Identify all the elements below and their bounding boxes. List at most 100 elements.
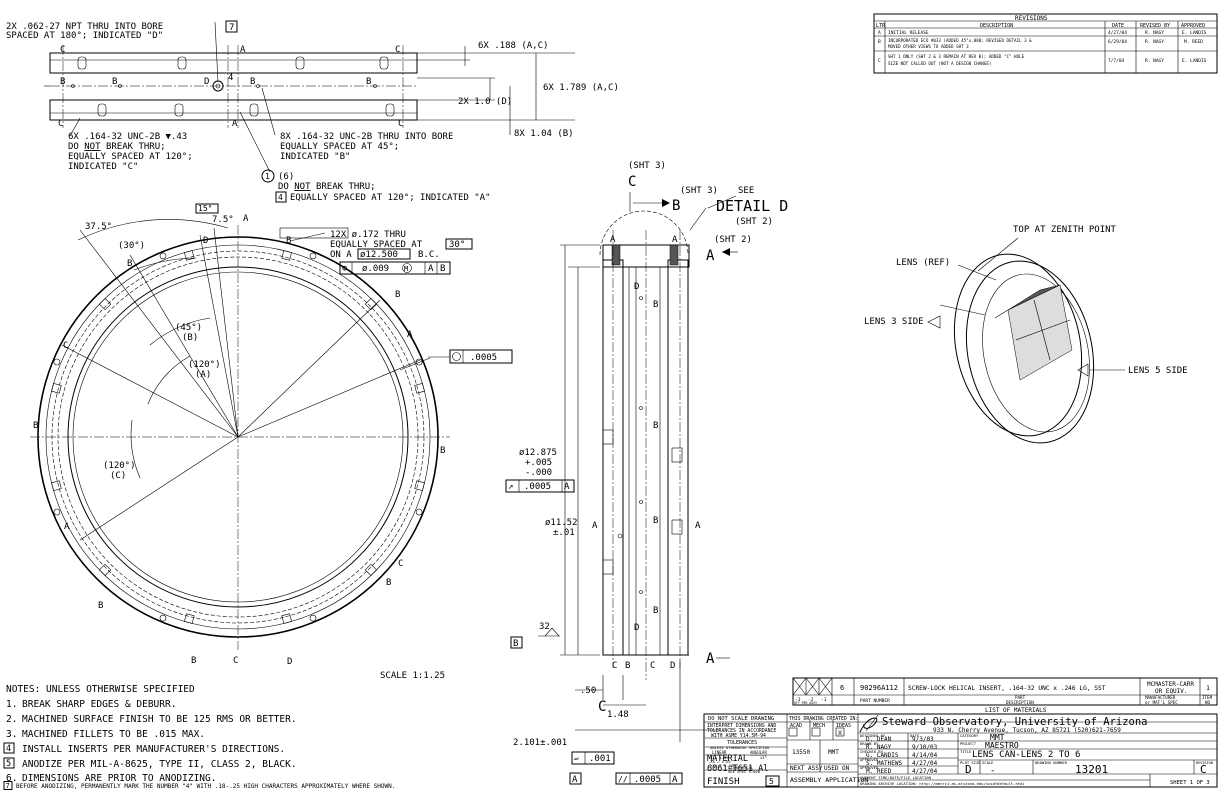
ring-hole: [51, 383, 62, 394]
svg-text:A: A: [695, 521, 701, 531]
surface-finish-32: 32: [539, 622, 550, 632]
section-a-bottom: A: [706, 651, 715, 667]
tb-scale-label: SCALE: [982, 760, 994, 765]
npt-callout-line1: 2X .062-27 NPT THRU INTO BORE: [6, 22, 163, 32]
svg-text:C: C: [233, 656, 238, 666]
svg-text:C: C: [58, 119, 63, 129]
rev-b-desc2: MOVED OTHER VIEWS TO ADDED SHT 3: [888, 44, 969, 49]
note-1-text: BREAK SHARP EDGES & DEBURR.: [22, 699, 176, 710]
bom-mfr2: OR EQUIV.: [1155, 688, 1188, 695]
tb-title-label: TITLE: [960, 749, 972, 754]
dim-050: .50: [580, 686, 596, 696]
rev-b-app: M. REED: [1184, 39, 1203, 45]
front-view-holes: [51, 250, 425, 624]
bom-head-mfr2: or MAT'L SPEC: [1145, 700, 1178, 705]
ring-insert: [309, 614, 317, 622]
svg-text:B: B: [191, 656, 196, 666]
iso-lens5: LENS 5 SIDE: [1128, 366, 1188, 376]
note-3-text: MACHINED FILLETS TO BE .015 MAX.: [22, 729, 205, 740]
top-view: C A C C A C B B B B D 4: [44, 21, 575, 173]
rev-head-app: APPROVED: [1181, 23, 1205, 29]
tb-interp2: TOLERANCES IN ACCORDANCE: [707, 728, 776, 734]
tb-current-label: CURRENT TIME/DATE/FILE LOCATION: [860, 775, 932, 780]
bom-mfr: MCMASTER-CARR: [1147, 681, 1194, 688]
bom-head-qty: QTY PER ASSY: [794, 701, 817, 705]
svg-text:A: A: [243, 214, 249, 224]
ring-hole: [281, 250, 292, 261]
angle-120-c-label: (C): [110, 471, 126, 481]
ring-hole: [99, 563, 112, 576]
svg-text:B: B: [60, 77, 65, 87]
svg-text:G. LANDIS: G. LANDIS: [866, 752, 899, 759]
bom-head-mfr1: MANUFACTURER: [1145, 695, 1176, 700]
angle-15: 15°: [198, 204, 212, 213]
tb-title-1: LENS CAN-LENS 2 TO 6: [972, 750, 1080, 760]
svg-text:B: B: [250, 77, 255, 87]
svg-text:9/10/03: 9/10/03: [912, 744, 938, 751]
holes-bc-label: B.C.: [418, 250, 440, 260]
section-c-bottom: C: [598, 699, 606, 715]
rev-b-by: R. NAGY: [1145, 39, 1164, 45]
unc-thru-line2: EQUALLY SPACED AT 45°;: [280, 142, 399, 152]
notes-header: NOTES: UNLESS OTHERWISE SPECIFIED: [6, 684, 195, 695]
tb-archive: DRAWING ARCHIVE LOCATION: http://mmtrc1.…: [860, 781, 1025, 786]
note1-bubble: 1: [265, 172, 270, 181]
ring-insert: [415, 508, 423, 516]
tb-dwg-number: 13201: [1075, 763, 1108, 776]
svg-text:B: B: [653, 421, 658, 431]
bom-dash-3: -3: [795, 697, 801, 703]
unc-thru-line1: 8X .164-32 UNC-2B THRU INTO BORE: [280, 132, 453, 142]
rev-c-desc2: SIZE NOT CALLED OUT (NOT A DESIGN CHANGE…: [888, 61, 991, 66]
tb-ideas: IDEAS: [836, 723, 851, 729]
tb-category-label: CATEGORY: [960, 733, 979, 738]
svg-text:CHECKED BY: CHECKED BY: [860, 749, 884, 754]
tb-tol-linear: LINEAR: [712, 750, 727, 755]
dim-1152-tol: ±.01: [553, 528, 575, 538]
tb-tol-xx: .XX = ±.01: [708, 759, 732, 764]
svg-text:4/14/04: 4/14/04: [912, 752, 938, 759]
tb-material-label-visible: MATERIAL: [707, 754, 748, 764]
tb-scale: -: [990, 766, 995, 776]
svg-text:R. NAGY: R. NAGY: [866, 744, 892, 751]
rev-b-desc1: INCORPORATED ECO #033 (ADDED 45°x.080; R…: [888, 38, 1032, 43]
rev-head-desc: DESCRIPTION: [980, 23, 1013, 29]
rev-b-date: 6/29/04: [1108, 39, 1127, 45]
rev-head-date: DATE: [1112, 23, 1124, 29]
svg-text:APPROVED: APPROVED: [860, 765, 879, 770]
svg-text:4: 4: [228, 73, 233, 83]
npt-flag-note: 7: [229, 23, 234, 33]
svg-text:S. MATHEWS: S. MATHEWS: [866, 760, 903, 767]
svg-text:A: A: [240, 45, 246, 55]
tb-project: MAESTRO: [985, 741, 1019, 750]
angle-120-c: (120°): [103, 461, 136, 471]
svg-text:C: C: [650, 661, 655, 671]
tb-mech: MECH: [813, 723, 825, 729]
position-symbol: ⊕: [342, 264, 347, 274]
note-4-text: INSTALL INSERTS PER MANUFACTURER'S DIREC…: [22, 744, 285, 755]
runout-symbol: ↗: [508, 482, 513, 492]
ring-hole: [414, 383, 425, 394]
revisions-table: REVISIONS LTR DESCRIPTION DATE REVISED B…: [873, 13, 1218, 74]
svg-text:A: A: [672, 235, 678, 245]
tb-assembly-application: ASSEMBLY APPLICATION: [790, 776, 868, 784]
ring-insert: [53, 508, 61, 516]
bom-title: LIST OF MATERIALS: [985, 707, 1047, 714]
note-7-text: BEFORE ANODIZING, PERMANENTLY MARK THE N…: [16, 783, 395, 790]
holes-callout-line2: EQUALLY SPACED AT: [330, 240, 423, 250]
rev-c-ltr: C: [878, 58, 881, 64]
bom-item: 1: [1206, 684, 1210, 692]
svg-text:B: B: [33, 421, 38, 431]
position-tolerance: ø.009: [362, 264, 389, 274]
note-6-num: 6.: [6, 773, 17, 784]
tb-sheet: SHEET 1 OF 3: [1170, 780, 1210, 786]
note-2-num: 2.: [6, 714, 17, 725]
tb-diam2: SEE SPEC S-008: [728, 769, 761, 774]
svg-text:A: A: [610, 235, 616, 245]
bom-part-number: 90296A112: [860, 684, 898, 692]
angle-45-label: (B): [182, 333, 198, 343]
tb-category: MMT: [990, 733, 1005, 742]
tb-finish-label: FINISH: [707, 777, 740, 787]
holes-callout-line3: ON A: [330, 250, 352, 260]
tb-rev-label: REVISION: [1196, 761, 1213, 765]
